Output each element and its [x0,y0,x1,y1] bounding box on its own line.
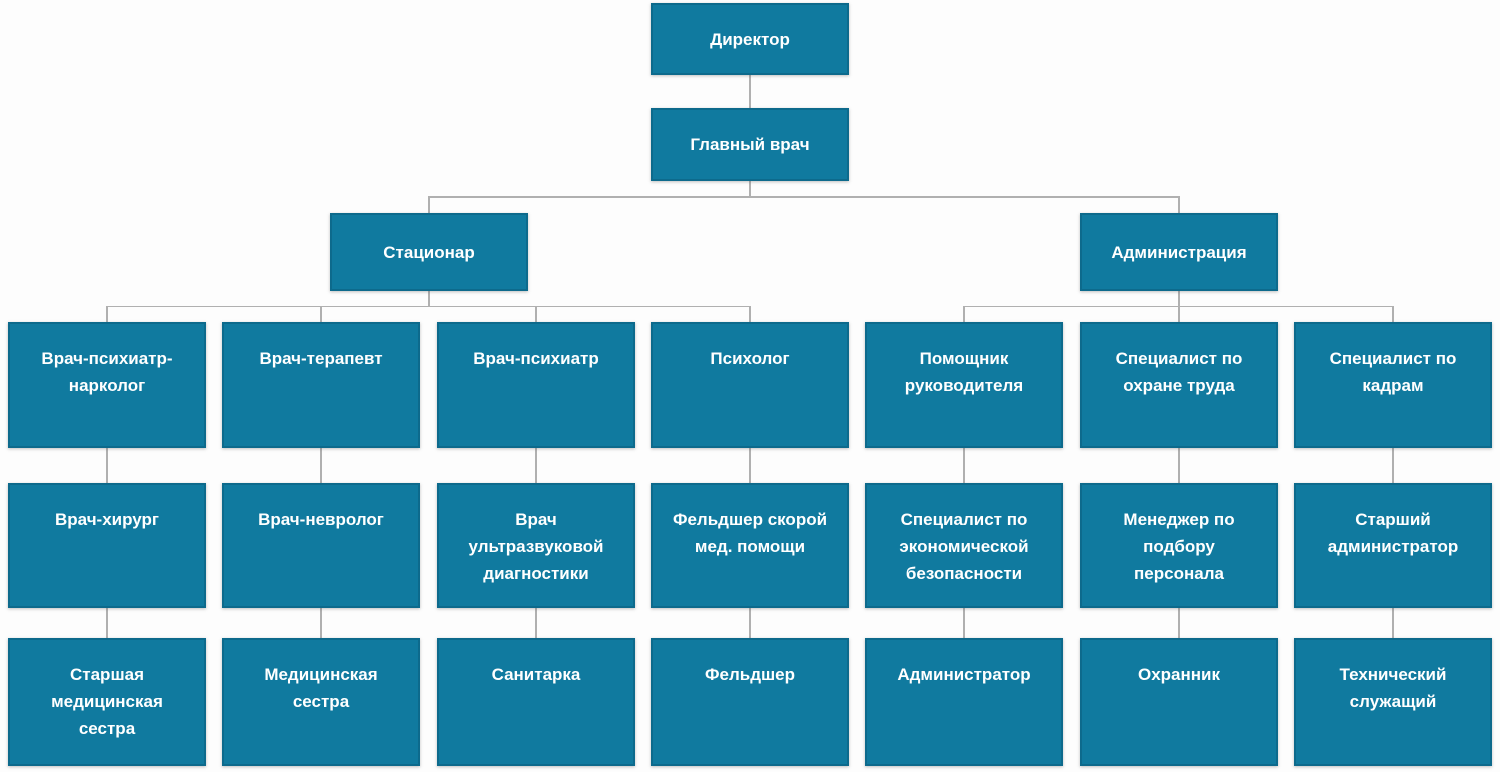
connector-line [963,305,1180,308]
connector-line [1178,448,1180,466]
connector-line [535,448,537,466]
org-node-label: Фельдшер скорой мед. помощи [672,510,828,556]
org-node-label: Администрация [1111,242,1247,262]
org-node-neurologist: Врач-невролог [222,483,420,608]
org-node-label: Фельдшер [704,665,795,684]
org-node-label: Стационар [383,242,475,262]
connector-line [1178,464,1180,483]
org-node-label: Врач ультразвуковой диагностики [468,510,604,583]
connector-line [106,608,108,623]
org-node-label: Главный врач [690,135,810,154]
connector-line [963,608,965,623]
connector-line [428,196,751,198]
connector-line [106,464,108,483]
connector-line [1392,622,1394,638]
org-node-psychologist: Психолог [651,322,849,448]
org-node-head-nurse: Старшая медицинская сестра [8,638,206,766]
org-node-chief-physician: Главный врач [651,108,849,181]
connector-line [749,305,751,322]
connector-line [106,305,108,322]
connector-line [1392,464,1394,483]
connector-line [749,622,751,638]
org-node-label: Врач-невролог [258,510,384,529]
org-node-director: Директор [651,3,849,75]
connector-line [428,305,751,308]
connector-line [320,305,430,308]
org-node-head-assistant: Помощник руководителя [865,322,1063,448]
connector-line [749,464,751,483]
org-node-label: Технический служащий [1339,665,1447,711]
org-node-inpatient-dept: Стационар [330,213,528,291]
connector-line [1392,608,1394,623]
connector-line [1392,448,1394,466]
org-node-label: Помощник руководителя [904,349,1024,395]
connector-line [749,448,751,466]
org-node-label: Медицинская сестра [264,665,378,711]
connector-line [1392,305,1394,322]
connector-line [320,448,322,466]
connector-line [1178,622,1180,638]
org-node-label: Санитарка [491,665,581,684]
org-node-psychiatrist-narcologist: Врач-психиатр-нарколог [8,322,206,448]
org-node-label: Менеджер по подбору персонала [1123,510,1235,583]
org-node-label: Директор [710,29,790,49]
connector-line [749,181,751,197]
org-node-label: Врач-хирург [55,510,159,529]
org-node-label: Врач-психиатр [473,349,599,368]
org-node-ambulance-paramedic: Фельдшер скорой мед. помощи [651,483,849,608]
connector-line [1178,305,1180,322]
connector-line [749,196,1180,198]
org-node-labor-safety-specialist: Специалист по охране труда [1080,322,1278,448]
org-node-security-guard: Охранник [1080,638,1278,766]
org-node-label: Врач-психиатр-нарколог [41,349,173,395]
org-node-nurse: Медицинская сестра [222,638,420,766]
connector-line [1178,305,1394,308]
connector-line [535,608,537,623]
org-node-recruitment-manager: Менеджер по подбору персонала [1080,483,1278,608]
org-node-paramedic: Фельдшер [651,638,849,766]
org-node-label: Психолог [710,349,790,368]
connector-line [535,305,537,322]
connector-line [1178,291,1180,307]
connector-line [963,622,965,638]
org-node-administrator: Администратор [865,638,1063,766]
org-node-senior-administrator: Старший администратор [1294,483,1492,608]
connector-line [320,622,322,638]
connector-line [106,305,430,308]
org-node-label: Специалист по экономической безопасности [899,510,1029,583]
org-node-hr-specialist: Специалист по кадрам [1294,322,1492,448]
connector-line [963,448,965,466]
org-node-surgeon: Врач-хирург [8,483,206,608]
org-node-therapist: Врач-терапевт [222,322,420,448]
org-node-label: Специалист по охране труда [1115,349,1243,395]
connector-line [320,305,322,322]
connector-line [428,291,430,307]
connector-line [320,608,322,623]
org-node-technical-worker: Технический служащий [1294,638,1492,766]
org-node-psychiatrist: Врач-психиатр [437,322,635,448]
org-node-orderly: Санитарка [437,638,635,766]
connector-line [1178,196,1180,213]
connector-line [535,464,537,483]
org-node-label: Старший администратор [1327,510,1459,556]
connector-line [106,448,108,466]
org-node-label: Администратор [897,665,1031,684]
org-node-label: Врач-терапевт [259,349,383,368]
connector-line [106,622,108,638]
connector-line [535,622,537,638]
connector-line [428,196,430,213]
connector-line [963,464,965,483]
connector-line [1178,608,1180,623]
connector-line [749,75,751,92]
org-node-economic-security: Специалист по экономической безопасности [865,483,1063,608]
org-node-label: Охранник [1137,665,1220,684]
connector-line [749,90,751,108]
connector-line [749,608,751,623]
org-node-label: Старшая медицинская сестра [51,665,163,738]
org-node-ultrasound-doctor: Врач ультразвуковой диагностики [437,483,635,608]
connector-line [320,464,322,483]
org-node-administration-dept: Администрация [1080,213,1278,291]
connector-line [963,305,965,322]
org-node-label: Специалист по кадрам [1329,349,1457,395]
